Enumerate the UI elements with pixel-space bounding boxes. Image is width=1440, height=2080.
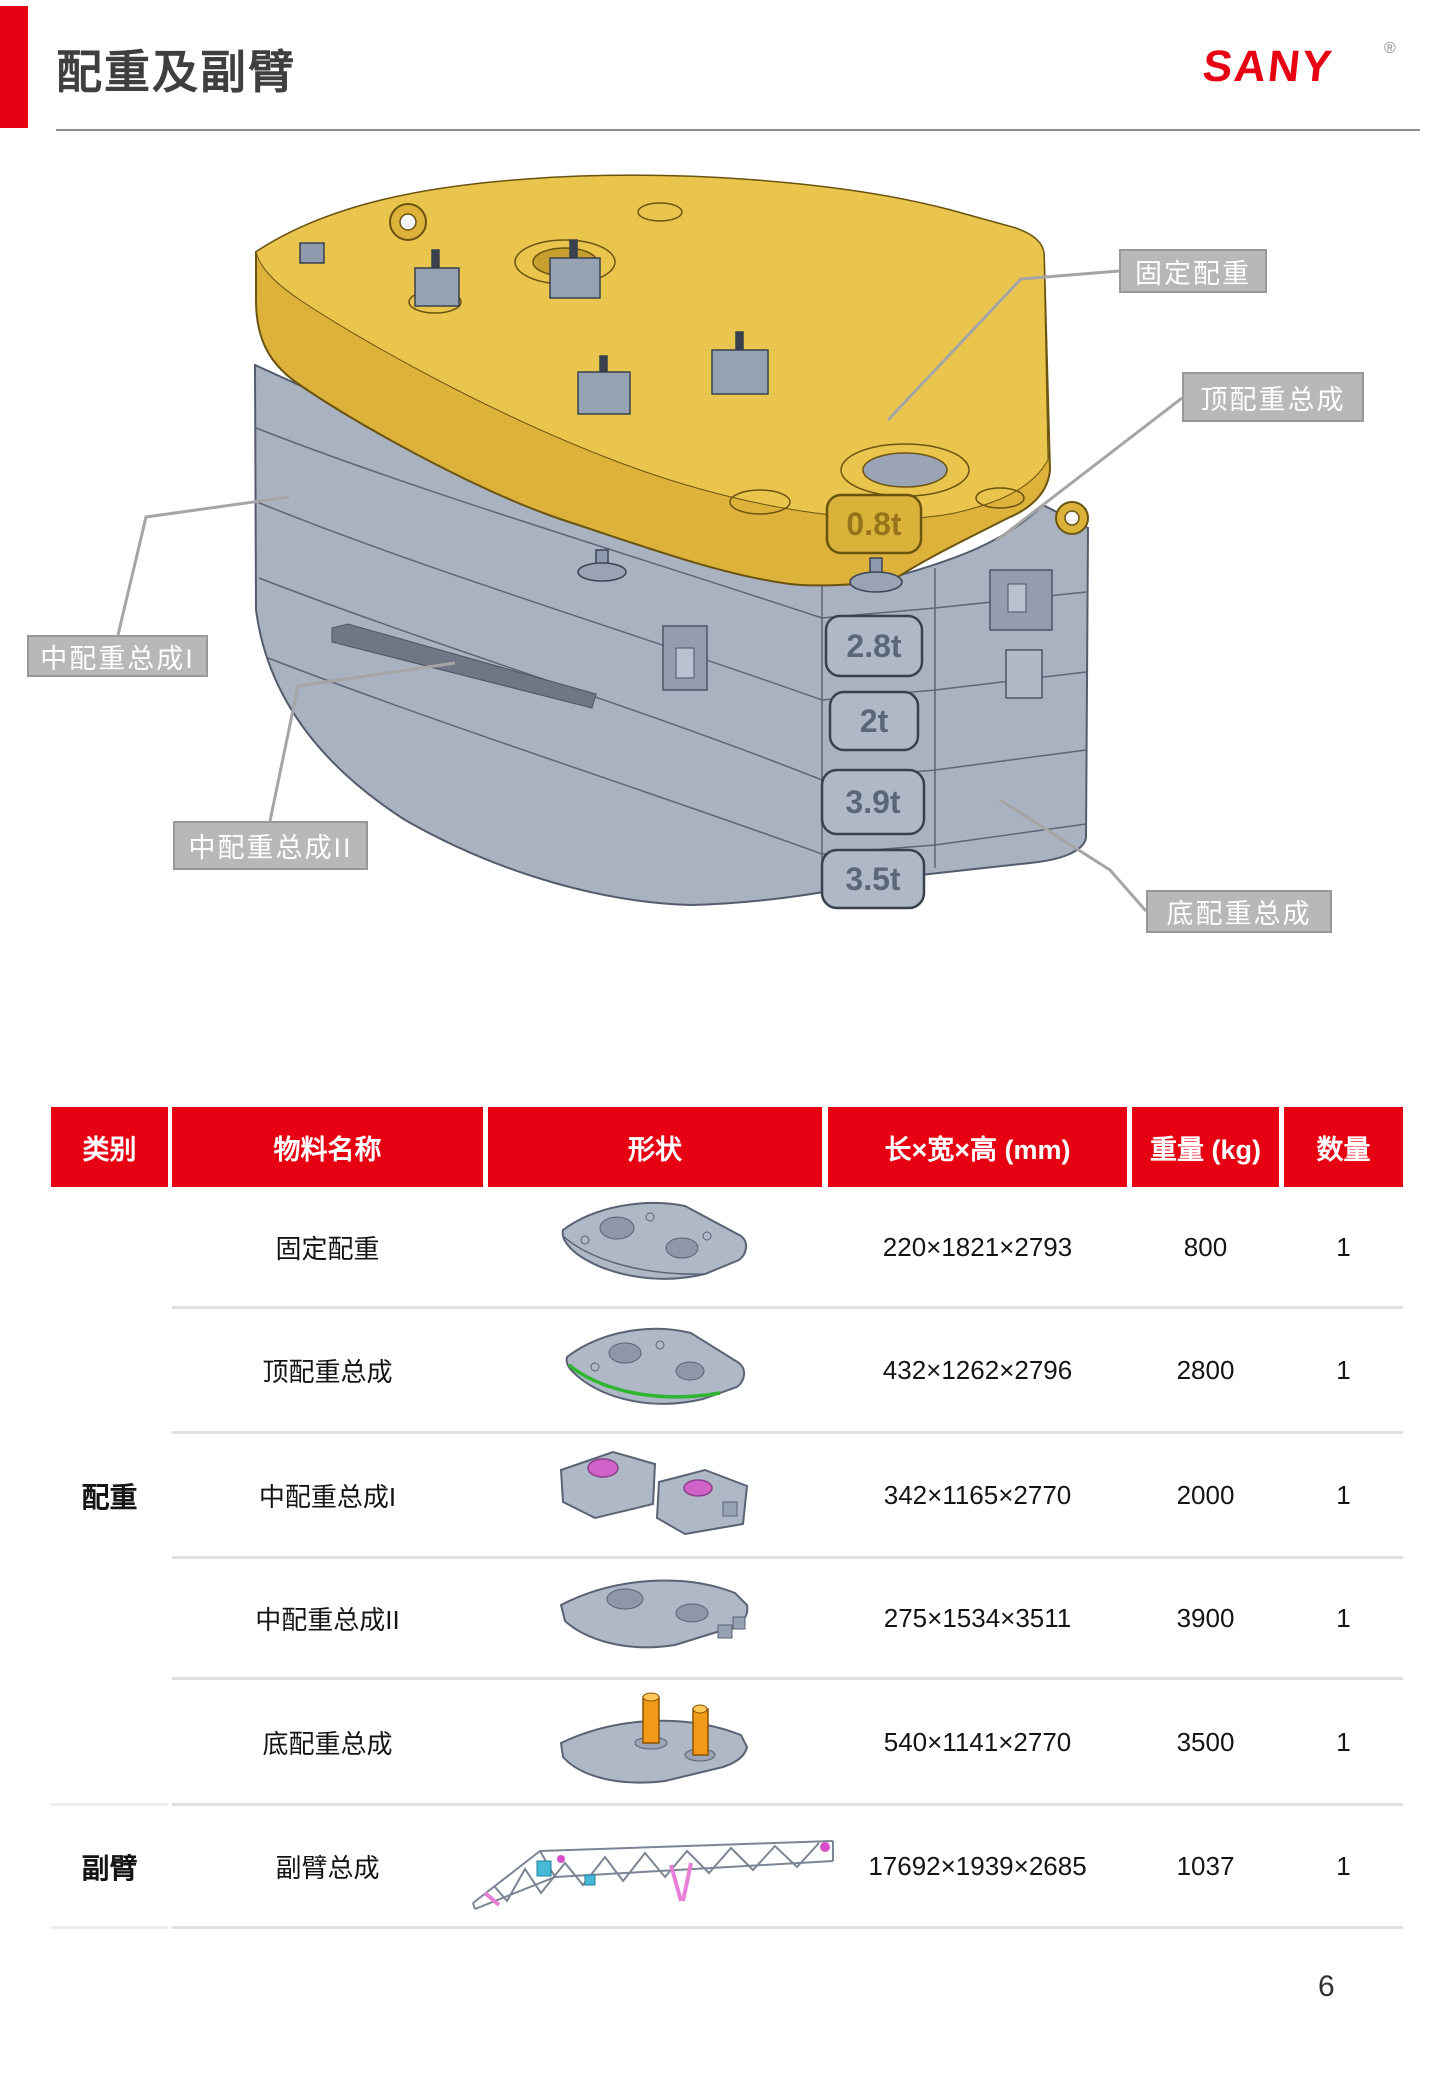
row5-weight: 3500 [1176,1726,1235,1757]
row5-name: 底配重总成 [262,1728,393,1759]
leader-lines [116,269,1183,912]
section-divider [172,1803,1403,1806]
row2-name: 顶配重总成 [262,1357,393,1387]
row4-dims: 275×1534×3511 [883,1603,1072,1633]
col-header-category: 类别 [51,1107,168,1187]
row1-weight: 800 [1183,1232,1228,1262]
table-bottom-border [172,1926,1403,1929]
row-divider [172,1431,1403,1434]
col-header-dimensions: 长×宽×高 (mm) [828,1107,1127,1187]
row3-qty: 1 [1336,1480,1351,1510]
row1-name: 固定配重 [275,1234,380,1264]
svg-text:3.5t: 3.5t [845,861,900,897]
shape-thumbnail-fixed-counterweight [561,1202,747,1280]
category-jib: 副臂 [81,1852,138,1884]
col-header-quantity: 数量 [1284,1107,1403,1187]
category-counterweight: 配重 [81,1482,138,1513]
pin-pockets [662,569,1053,699]
svg-text:3.9t: 3.9t [845,784,900,820]
row5-dims: 540×1141×2770 [883,1726,1072,1757]
table-bottom-border-left [51,1926,168,1929]
row1-qty: 1 [1336,1232,1351,1262]
shape-thumbnail-jib-assembly [472,1840,834,1910]
row2-dims: 432×1262×2796 [882,1355,1073,1385]
counterweight-diagram: 2.8t 2t 3.9t 3.5t [116,174,1183,912]
row4-qty: 1 [1336,1603,1351,1633]
shape-thumbnail-bottom-counterweight [559,1692,749,1784]
header-accent-bar [0,6,28,128]
row1-dims: 220×1821×2793 [882,1232,1073,1262]
row4-weight: 3900 [1176,1603,1235,1633]
row3-dims: 342×1165×2770 [883,1480,1072,1510]
row6-dims: 17692×1939×2685 [868,1851,1087,1881]
weight-tag-3-5t: 3.5t [820,848,926,910]
header-divider [56,129,1420,131]
shape-thumbnail-middle-counterweight-1 [559,1450,749,1536]
registered-trademark-icon: ® [1384,40,1396,57]
shape-thumbnail-top-counterweight [565,1327,745,1405]
row2-weight: 2800 [1176,1355,1235,1385]
section-divider-left [51,1803,168,1806]
col-header-shape: 形状 [488,1107,822,1187]
row4-name: 中配重总成II [255,1605,400,1635]
joint-bolts [577,549,903,593]
svg-text:2.8t: 2.8t [846,628,901,664]
page-number: 6 [1318,1970,1335,2003]
callout-bottom-counterweight: 底配重总成 [1146,890,1332,933]
page-title: 配重及副臂 [56,46,296,98]
row3-weight: 2000 [1176,1480,1235,1510]
weight-tag-3-9t: 3.9t [820,768,926,836]
row6-qty: 1 [1336,1851,1351,1881]
handle-slot [331,623,597,709]
col-header-material-name: 物料名称 [172,1107,483,1187]
callout-middle-counterweight-2: 中配重总成II [173,821,368,870]
svg-text:2t: 2t [860,703,889,739]
callout-top-counterweight: 顶配重总成 [1182,372,1364,422]
shape-thumbnail-middle-counterweight-2 [559,1579,749,1649]
row-divider [172,1556,1403,1559]
callout-fixed-counterweight: 固定配重 [1119,249,1267,293]
weight-tag-0-8t: 0.8t [825,493,923,555]
row2-qty: 1 [1336,1355,1351,1385]
weight-tag-2-8t: 2.8t [824,614,924,678]
weight-tag-2t: 2t [828,690,920,752]
col-header-weight: 重量 (kg) [1132,1107,1279,1187]
yellow-plate-top-surface [255,175,1049,519]
lifting-eyes [389,203,1089,535]
row-divider [172,1306,1403,1309]
row-divider [172,1677,1403,1680]
row6-name: 副臂总成 [275,1853,380,1883]
row5-qty: 1 [1336,1726,1351,1757]
callout-middle-counterweight-1: 中配重总成I [27,635,208,677]
svg-text:0.8t: 0.8t [846,506,901,542]
row6-weight: 1037 [1176,1851,1235,1881]
clamp-blocks [299,239,769,415]
row3-name: 中配重总成I [258,1482,397,1512]
